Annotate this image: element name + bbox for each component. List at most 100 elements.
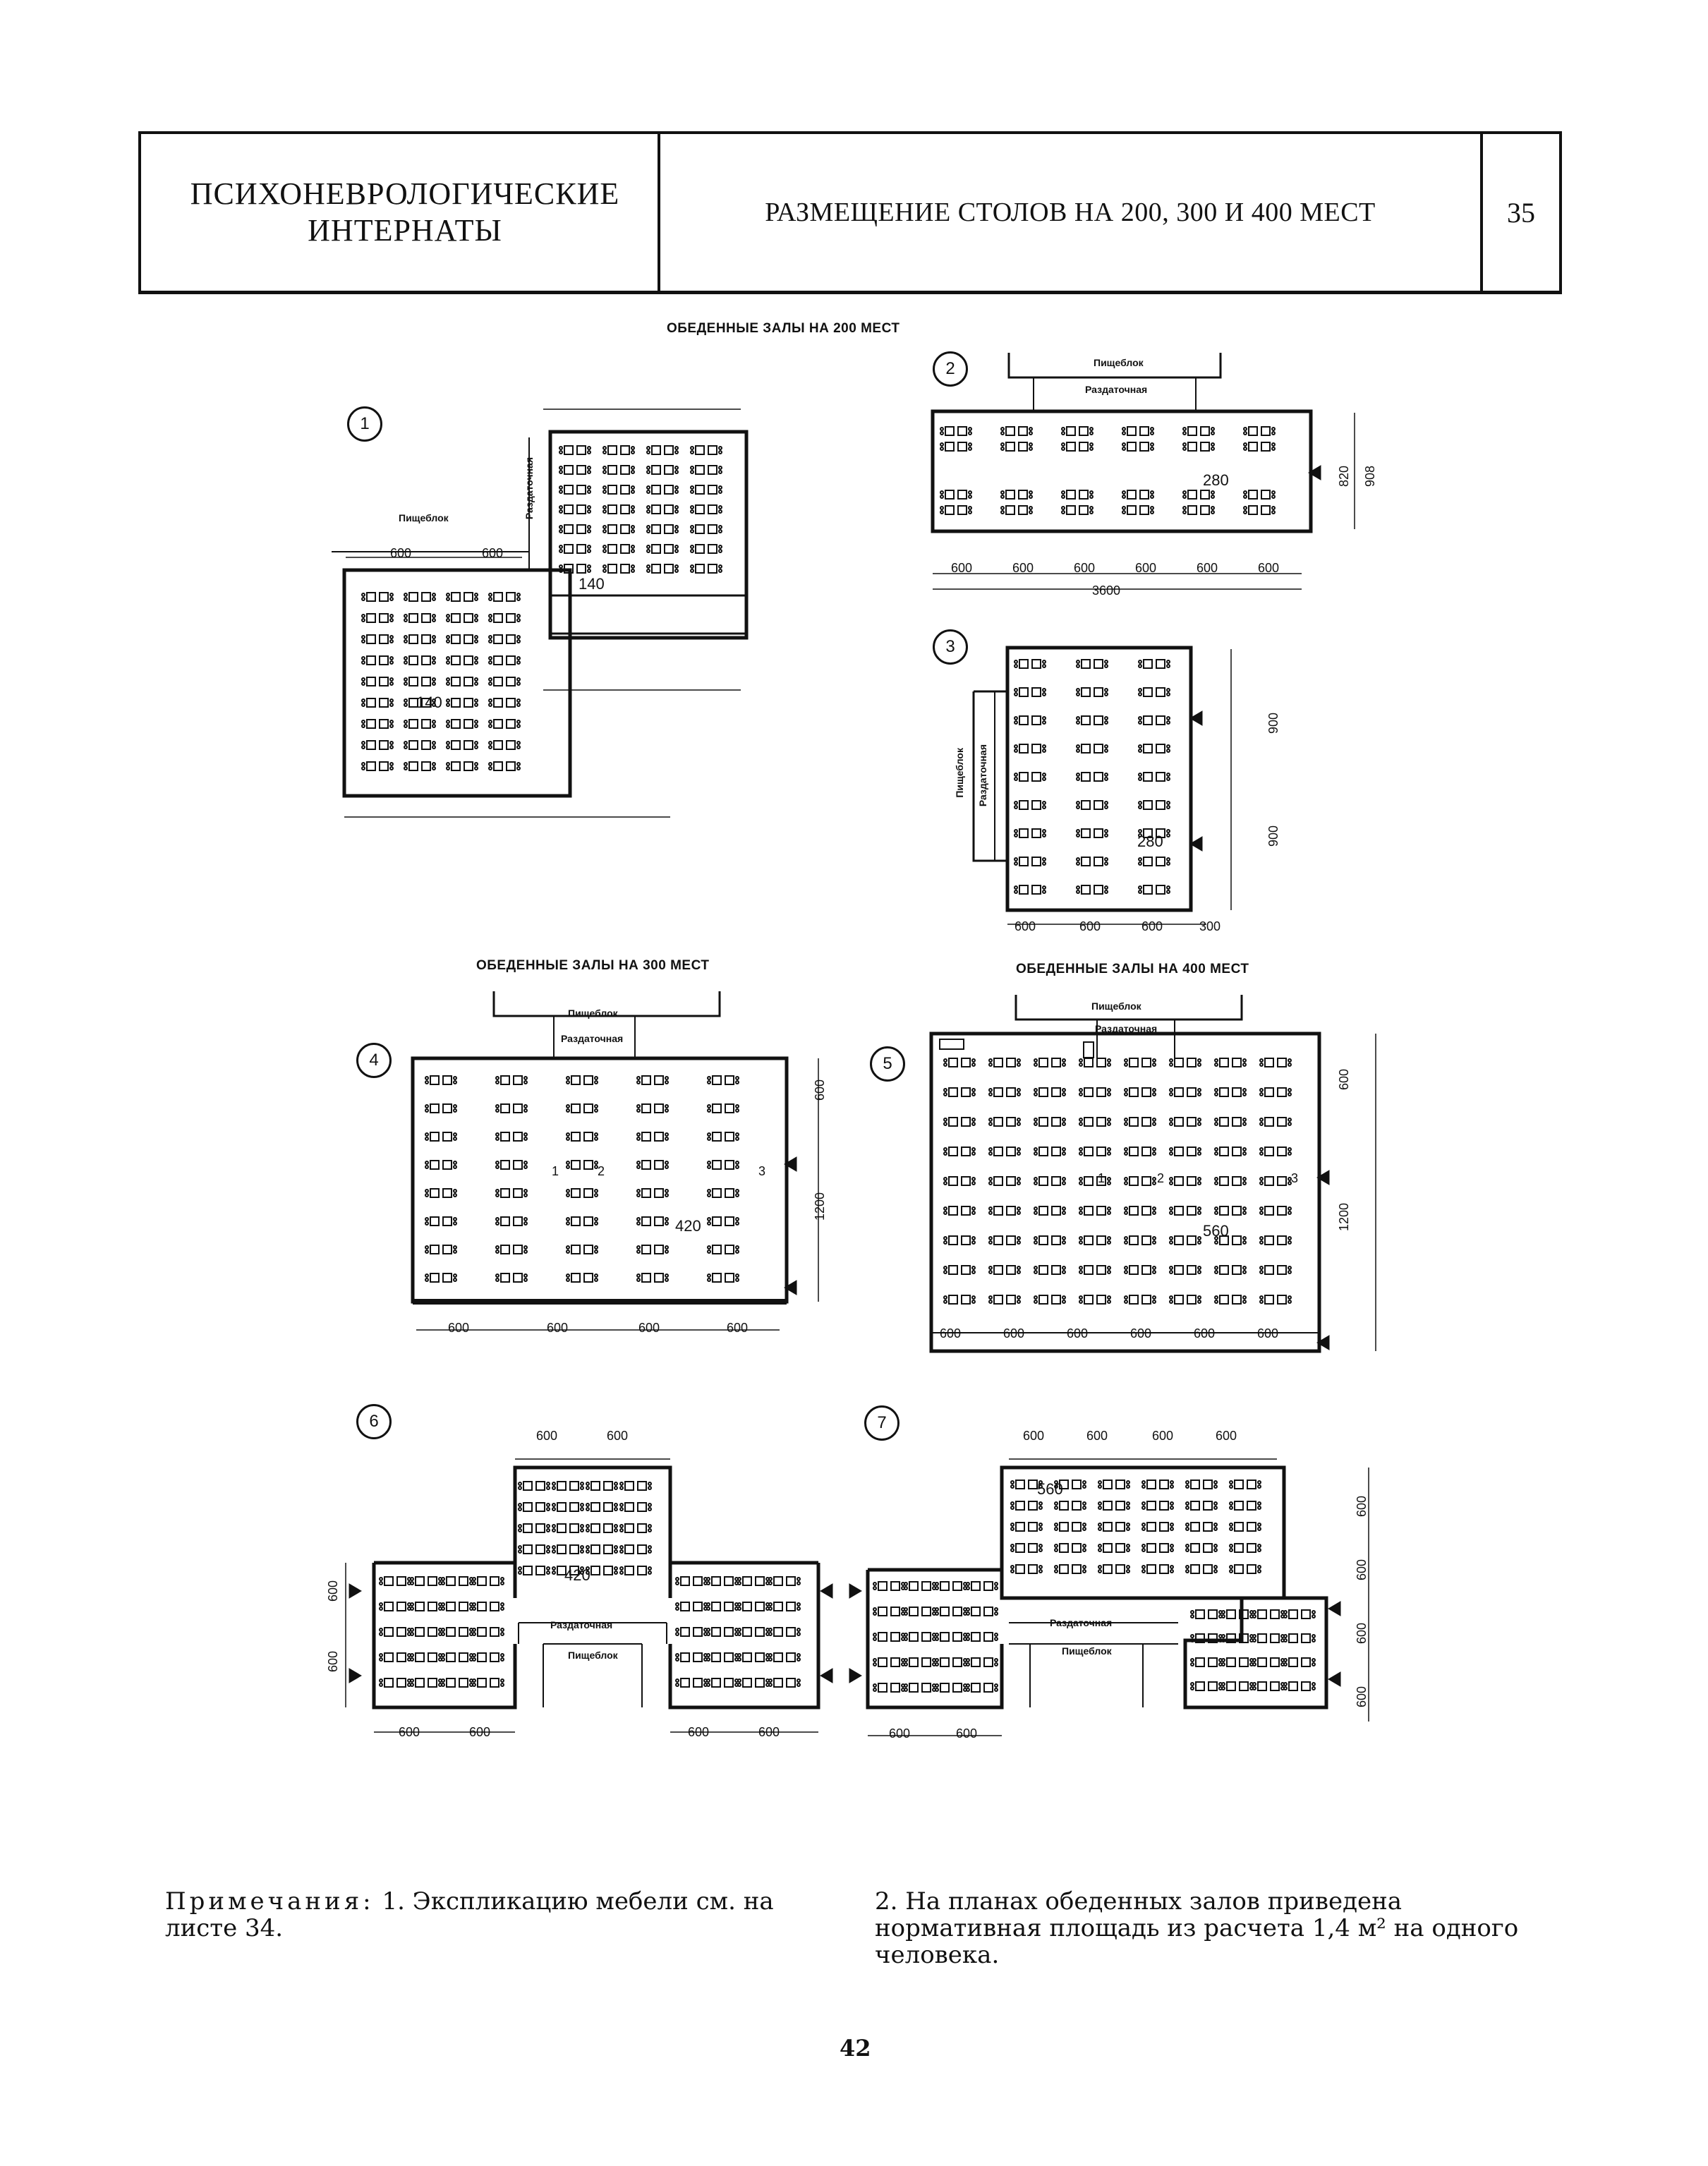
- table-with-chairs: [706, 1627, 739, 1637]
- table-with-chairs: [441, 1576, 473, 1586]
- table-with-chairs: [966, 1581, 998, 1591]
- table-with-chairs: [706, 1576, 739, 1586]
- table-with-chairs: [1054, 1501, 1086, 1511]
- table-with-chairs: [707, 1245, 739, 1254]
- table-with-chairs: [943, 1265, 976, 1275]
- table-with-chairs: [1229, 1480, 1261, 1489]
- table-with-chairs: [904, 1683, 936, 1693]
- table-with-chairs: [425, 1273, 457, 1283]
- plan-2-dim: 600: [1197, 561, 1218, 575]
- table-with-chairs: [675, 1652, 708, 1662]
- table-with-chairs: [988, 1146, 1021, 1156]
- table-with-chairs: [1014, 800, 1046, 810]
- table-with-chairs: [410, 1627, 442, 1637]
- plan-3-area: 280: [1137, 833, 1163, 850]
- table-with-chairs: [988, 1058, 1021, 1067]
- table-with-chairs: [646, 465, 679, 475]
- table-with-chairs: [1138, 715, 1170, 725]
- plan-7-serving-label: Раздаточная: [1050, 1617, 1113, 1628]
- plan-4-dim: 600: [638, 1321, 660, 1335]
- table-with-chairs: [566, 1188, 598, 1198]
- plan-2-drawing: [931, 353, 1355, 590]
- table-with-chairs: [1190, 1681, 1223, 1691]
- table-with-chairs: [904, 1657, 936, 1667]
- table-with-chairs: [566, 1216, 598, 1226]
- table-with-chairs: [646, 544, 679, 554]
- table-with-chairs: [1259, 1206, 1292, 1216]
- table-with-chairs: [1169, 1058, 1201, 1067]
- table-with-chairs: [1000, 490, 1033, 500]
- table-with-chairs: [1014, 744, 1046, 754]
- plan-5-drawing: [929, 995, 1376, 1353]
- table-with-chairs: [441, 1602, 473, 1611]
- table-with-chairs: [935, 1607, 967, 1616]
- table-with-chairs: [873, 1607, 905, 1616]
- table-with-chairs: [636, 1132, 669, 1142]
- plan-6-serving-label: Раздаточная: [550, 1619, 613, 1630]
- table-with-chairs: [1079, 1295, 1111, 1305]
- table-with-chairs: [1124, 1235, 1156, 1245]
- table-with-chairs: [566, 1245, 598, 1254]
- table-with-chairs: [361, 698, 394, 708]
- table-with-chairs: [690, 544, 722, 554]
- table-with-chairs: [361, 634, 394, 644]
- table-with-chairs: [552, 1502, 584, 1512]
- table-with-chairs: [446, 655, 478, 665]
- table-with-chairs: [690, 524, 722, 534]
- table-with-chairs: [1141, 1564, 1174, 1574]
- plan-5-serving-label: Раздаточная: [1095, 1023, 1158, 1034]
- table-with-chairs: [1252, 1681, 1285, 1691]
- table-with-chairs: [940, 442, 972, 452]
- plan-2-total: 3600: [1092, 583, 1121, 598]
- note-2-text: 2. На планах обеденных залов приведена н…: [875, 1887, 1519, 1969]
- plan-7-dim-top: 600: [1023, 1429, 1045, 1443]
- plan-7-drawing: [849, 1458, 1369, 1736]
- table-with-chairs: [410, 1602, 442, 1611]
- table-with-chairs: [441, 1627, 473, 1637]
- table-with-chairs: [1229, 1522, 1261, 1532]
- table-with-chairs: [1098, 1480, 1130, 1489]
- table-with-chairs: [1079, 1087, 1111, 1097]
- plan-6-side-dim: 600: [326, 1580, 340, 1602]
- table-with-chairs: [425, 1075, 457, 1085]
- table-with-chairs: [1076, 687, 1108, 697]
- table-with-chairs: [410, 1678, 442, 1688]
- table-with-chairs: [1243, 490, 1276, 500]
- plan-6-dim-left: 600: [469, 1725, 491, 1739]
- table-with-chairs: [1221, 1657, 1254, 1667]
- table-with-chairs: [768, 1576, 801, 1586]
- table-with-chairs: [619, 1566, 652, 1575]
- table-with-chairs: [1283, 1681, 1316, 1691]
- table-with-chairs: [1185, 1501, 1218, 1511]
- plan-1-dim: 600: [390, 546, 412, 560]
- table-with-chairs: [361, 613, 394, 623]
- table-with-chairs: [1034, 1265, 1066, 1275]
- table-with-chairs: [425, 1216, 457, 1226]
- table-with-chairs: [404, 761, 436, 771]
- table-with-chairs: [1034, 1206, 1066, 1216]
- table-with-chairs: [966, 1607, 998, 1616]
- plan-7-dim-left: 600: [956, 1726, 978, 1741]
- table-with-chairs: [935, 1632, 967, 1642]
- table-with-chairs: [1169, 1206, 1201, 1216]
- table-with-chairs: [1169, 1117, 1201, 1127]
- table-with-chairs: [1169, 1295, 1201, 1305]
- plan-5-dim: 600: [1194, 1326, 1216, 1341]
- table-with-chairs: [1214, 1058, 1247, 1067]
- table-with-chairs: [1124, 1117, 1156, 1127]
- table-with-chairs: [966, 1683, 998, 1693]
- table-with-chairs: [1138, 885, 1170, 895]
- table-with-chairs: [1010, 1522, 1043, 1532]
- table-with-chairs: [636, 1160, 669, 1170]
- table-with-chairs: [943, 1295, 976, 1305]
- table-with-chairs: [1014, 828, 1046, 838]
- table-with-chairs: [361, 719, 394, 729]
- caption-400: ОБЕДЕННЫЕ ЗАЛЫ НА 400 МЕСТ: [1016, 962, 1249, 976]
- plan-6-kitchen-label: Пищеблок: [568, 1650, 618, 1661]
- table-with-chairs: [495, 1188, 528, 1198]
- table-with-chairs: [1182, 490, 1215, 500]
- table-with-chairs: [361, 761, 394, 771]
- table-with-chairs: [425, 1160, 457, 1170]
- table-with-chairs: [1076, 744, 1108, 754]
- table-with-chairs: [1190, 1609, 1223, 1619]
